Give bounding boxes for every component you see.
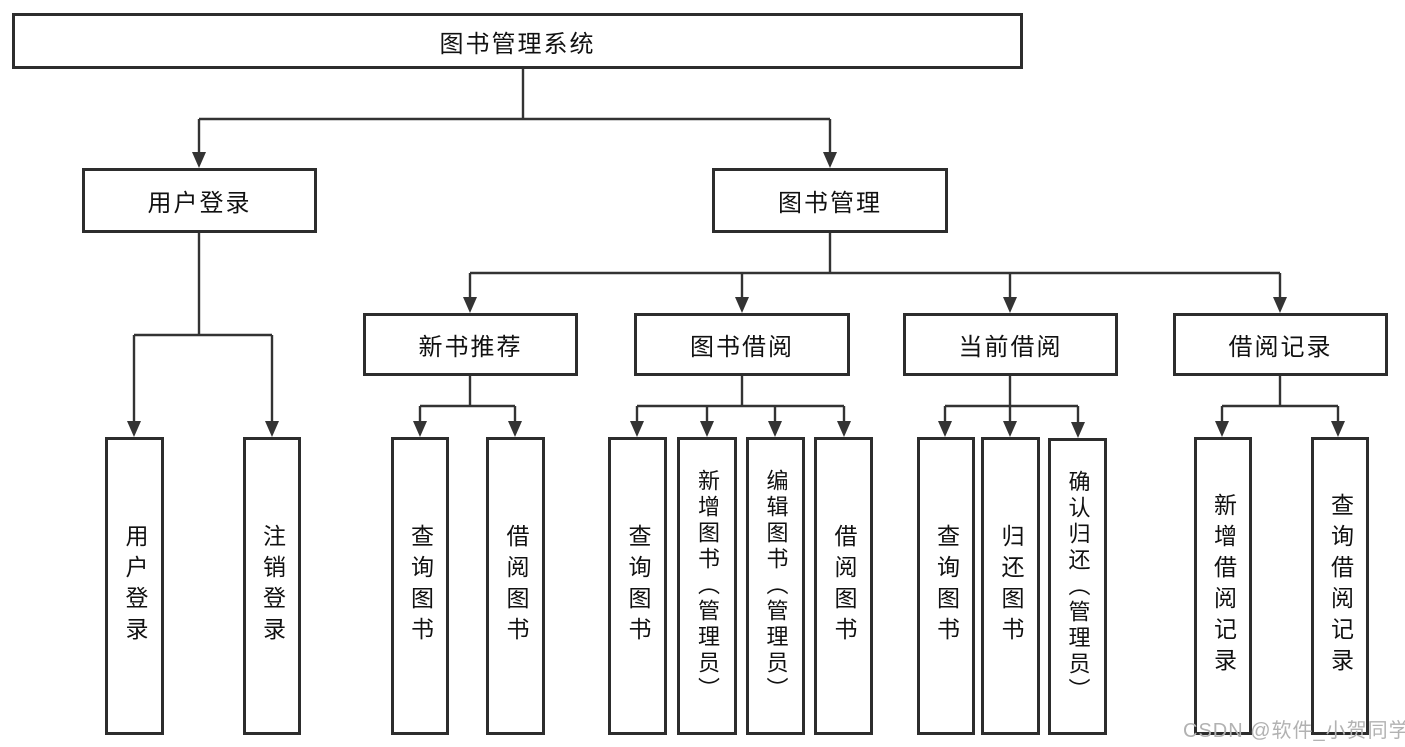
csdn-watermark: CSDN @软件_小贺同学 [1183,720,1405,742]
node-book-borrowing: 图书借阅 [634,313,850,376]
leaf-current-return-books: 归还图书 [981,437,1040,735]
leaf-borrowing-borrow-books-label: 借阅图书 [831,524,857,648]
leaf-current-confirm-return-admin: 确认归还（管理员） [1048,438,1107,735]
leaf-borrowing-query-books: 查询图书 [608,437,667,735]
leaf-user-login: 用户登录 [105,437,164,735]
leaf-recommend-query-books: 查询图书 [391,437,449,735]
node-new-book-recommend-label: 新书推荐 [418,334,523,361]
leaf-borrowing-borrow-books: 借阅图书 [814,437,873,735]
leaf-records-add-record: 新增借阅记录 [1194,437,1252,735]
node-current-borrowing-label: 当前借阅 [958,334,1063,361]
node-borrow-records-label: 借阅记录 [1228,334,1333,361]
node-book-management: 图书管理 [712,168,948,233]
leaf-current-confirm-return-admin-label: 确认归还（管理员） [1065,469,1091,704]
node-current-borrowing: 当前借阅 [903,313,1118,376]
node-user-login: 用户登录 [82,168,317,233]
leaf-records-query-record: 查询借阅记录 [1311,437,1369,735]
leaf-user-login-label: 用户登录 [122,524,148,648]
leaf-current-return-books-label: 归还图书 [998,524,1024,648]
leaf-logout: 注销登录 [243,437,301,735]
leaf-borrowing-add-books-admin: 新增图书（管理员） [677,437,737,735]
leaf-recommend-borrow-books: 借阅图书 [486,437,545,735]
leaf-current-query-books: 查询图书 [917,437,975,735]
leaf-records-query-record-label: 查询借阅记录 [1327,493,1354,679]
node-root-label: 图书管理系统 [439,30,596,58]
leaf-borrowing-add-books-admin-label: 新增图书（管理员） [695,469,720,703]
leaf-recommend-query-books-label: 查询图书 [407,524,434,648]
leaf-current-query-books-label: 查询图书 [933,524,960,648]
leaf-logout-label: 注销登录 [259,524,286,648]
leaf-borrowing-query-books-label: 查询图书 [625,524,651,648]
leaf-borrowing-edit-books-admin: 编辑图书（管理员） [746,437,805,735]
node-book-borrowing-label: 图书借阅 [690,334,794,361]
node-root: 图书管理系统 [12,13,1023,69]
node-user-login-label: 用户登录 [147,190,252,217]
leaf-records-add-record-label: 新增借阅记录 [1210,493,1237,679]
node-borrow-records: 借阅记录 [1173,313,1388,376]
leaf-borrowing-edit-books-admin-label: 编辑图书（管理员） [763,469,789,703]
node-book-management-label: 图书管理 [778,190,882,217]
leaf-recommend-borrow-books-label: 借阅图书 [503,524,529,648]
node-new-book-recommend: 新书推荐 [363,313,578,376]
